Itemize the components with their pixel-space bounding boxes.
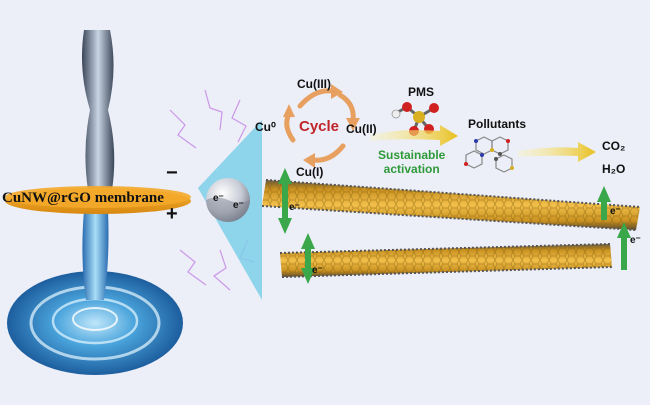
electron-orb	[206, 178, 250, 222]
sustainable-activation-label: Sustainable activation	[378, 148, 446, 176]
cu-0-label: Cu⁰	[255, 120, 276, 134]
cu-ii-label: Cu(II)	[346, 122, 377, 136]
nanowire-lower	[279, 243, 613, 278]
pollutants-label: Pollutants	[468, 117, 527, 131]
orb-electron-label-2: e⁻	[233, 200, 244, 211]
orb-electron-label-1: e⁻	[213, 193, 224, 204]
membrane-disk	[5, 186, 191, 214]
feed-water-stream	[82, 30, 115, 190]
cu-iii-label: Cu(III)	[297, 77, 331, 91]
filtered-water-stream	[82, 210, 109, 300]
redox-cycle-arrowheads	[283, 84, 360, 168]
co2-label: CO₂	[602, 139, 626, 153]
cycle-label: Cycle	[299, 118, 340, 135]
pollutant-molecules-icon	[464, 136, 514, 173]
cu-i-label: Cu(I)	[296, 165, 324, 179]
membrane-label: CuNW@rGO membrane	[2, 190, 164, 206]
wire-electron-label-4: e⁻	[630, 235, 641, 246]
pms-label: PMS	[408, 85, 435, 99]
h2o-label: H₂O	[602, 162, 626, 176]
nanowire-upper	[261, 179, 641, 231]
wire-electron-label-3: e⁻	[610, 206, 621, 217]
activation-arrow	[370, 125, 458, 146]
wire-electron-label-2: e⁻	[312, 265, 323, 276]
wire-electron-label-1: e⁻	[289, 202, 300, 213]
minus-sign: −	[166, 162, 178, 184]
electron-transfer-arrows	[278, 168, 631, 284]
degradation-arrow	[518, 142, 596, 162]
plus-sign: +	[166, 203, 178, 225]
